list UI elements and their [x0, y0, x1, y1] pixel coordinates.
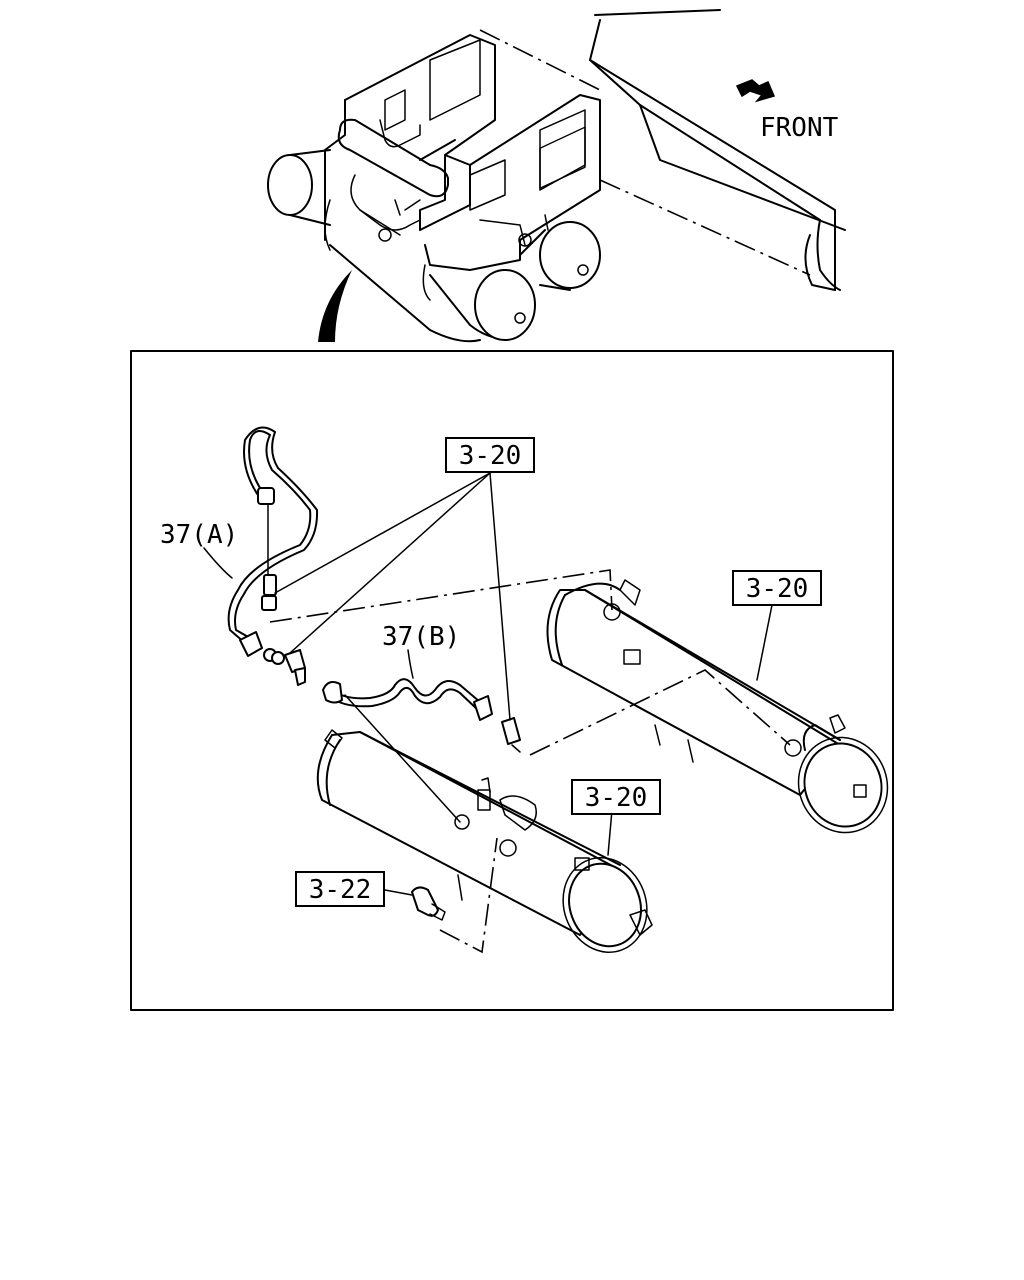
callout-ref-rear-tank: 3-20: [732, 570, 822, 606]
detail-frame: [130, 350, 894, 1011]
air-tank-rear: [546, 579, 889, 834]
detail-callout-arrow: [318, 270, 352, 342]
front-direction-label: FRONT: [760, 113, 839, 143]
label-pipe-37b: 37(B): [382, 622, 460, 652]
pipe-fittings: [263, 648, 306, 686]
svg-text:3-20: 3-20: [459, 441, 522, 471]
label-pipe-37a: 37(A): [160, 520, 238, 550]
callout-ref-drain-valve: 3-22: [295, 871, 385, 907]
callout-ref-top: 3-20: [445, 437, 535, 473]
frame-overview: FRONT: [267, 9, 846, 343]
pipe-37a: [227, 426, 319, 657]
svg-text:3-20: 3-20: [585, 783, 648, 813]
drain-valve: [411, 886, 446, 921]
detail-view: 3-20 3-20 3-20 3-22 37(A) 37(B): [160, 426, 889, 954]
arrow-right-down-icon: [735, 79, 776, 103]
svg-text:3-22: 3-22: [309, 875, 372, 905]
air-tank-front: [316, 729, 653, 953]
leader-lines: [203, 472, 791, 954]
callout-ref-front-tank: 3-20: [571, 779, 661, 815]
svg-text:3-20: 3-20: [746, 574, 809, 604]
